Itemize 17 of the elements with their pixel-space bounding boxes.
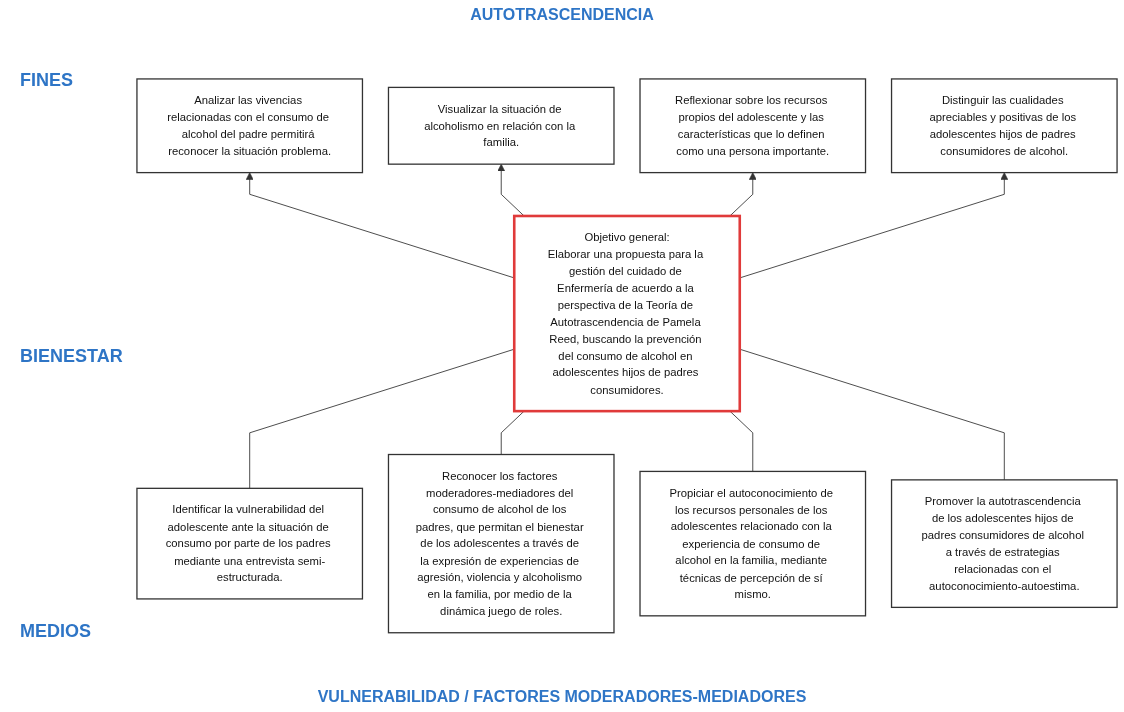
- section-heading: AUTOTRASCENDENCIA: [469, 6, 655, 24]
- connector: [500, 410, 525, 456]
- section-heading: FINES: [20, 70, 74, 91]
- node-box: Visualizar la situación de alcoholismo en relación con la familia.: [387, 86, 615, 165]
- node-box: Analizar las vivencias relacionadas con el consumo de alcohol del padre permitirá reconocer la situación problema.: [136, 78, 364, 174]
- node-box: Promover la autotrascendencia de los adolescentes hijos de padres consumidores de alcohol a través de estrategias relacionadas con el autoconocimiento-autoestima.: [890, 479, 1118, 609]
- node-box: Objetivo general: Elaborar una propuesta para la gestión del cuidado de Enfermería de acuerdo a la perspectiva de la Teoría de Autotrascendencia de Pamela Reed, buscando la prevención del consumo de alcohol en adolescentes hijos de padres consumidores.: [512, 214, 742, 413]
- node-box: Identificar la vulnerabilidad del adolescente ante la situación de consumo por parte de los padres mediante una entrevista semi-estructurada.: [136, 487, 364, 600]
- node-box: Reconocer los factores moderadores-mediadores del consumo de alcohol de los padres, que permitan el bienestar de los adolescentes a través de la expresión de experiencias de agresión, violencia y alcoholismo en la familia, por medio de la dinámica juego de roles.: [387, 454, 615, 634]
- node-box: Distinguir las cualidades apreciables y positivas de los adolescentes hijos de padres consumidores de alcohol.: [890, 78, 1118, 174]
- node-box: Propiciar el autoconocimiento de los recursos personales de los adolescentes relacionado con la experiencia de consumo de alcohol en la familia, mediante técnicas de percepción de sí mismo.: [639, 470, 867, 617]
- section-heading: BIENESTAR: [20, 345, 124, 367]
- connector: [249, 348, 515, 489]
- node-box: Reflexionar sobre los recursos propios del adolescente y las características que lo definen como una persona importante.: [639, 78, 867, 174]
- connector: [739, 348, 1005, 481]
- section-heading: MEDIOS: [20, 621, 92, 642]
- section-heading: VULNERABILIDAD / FACTORES MODERADORES-MEDIADORES: [316, 688, 808, 706]
